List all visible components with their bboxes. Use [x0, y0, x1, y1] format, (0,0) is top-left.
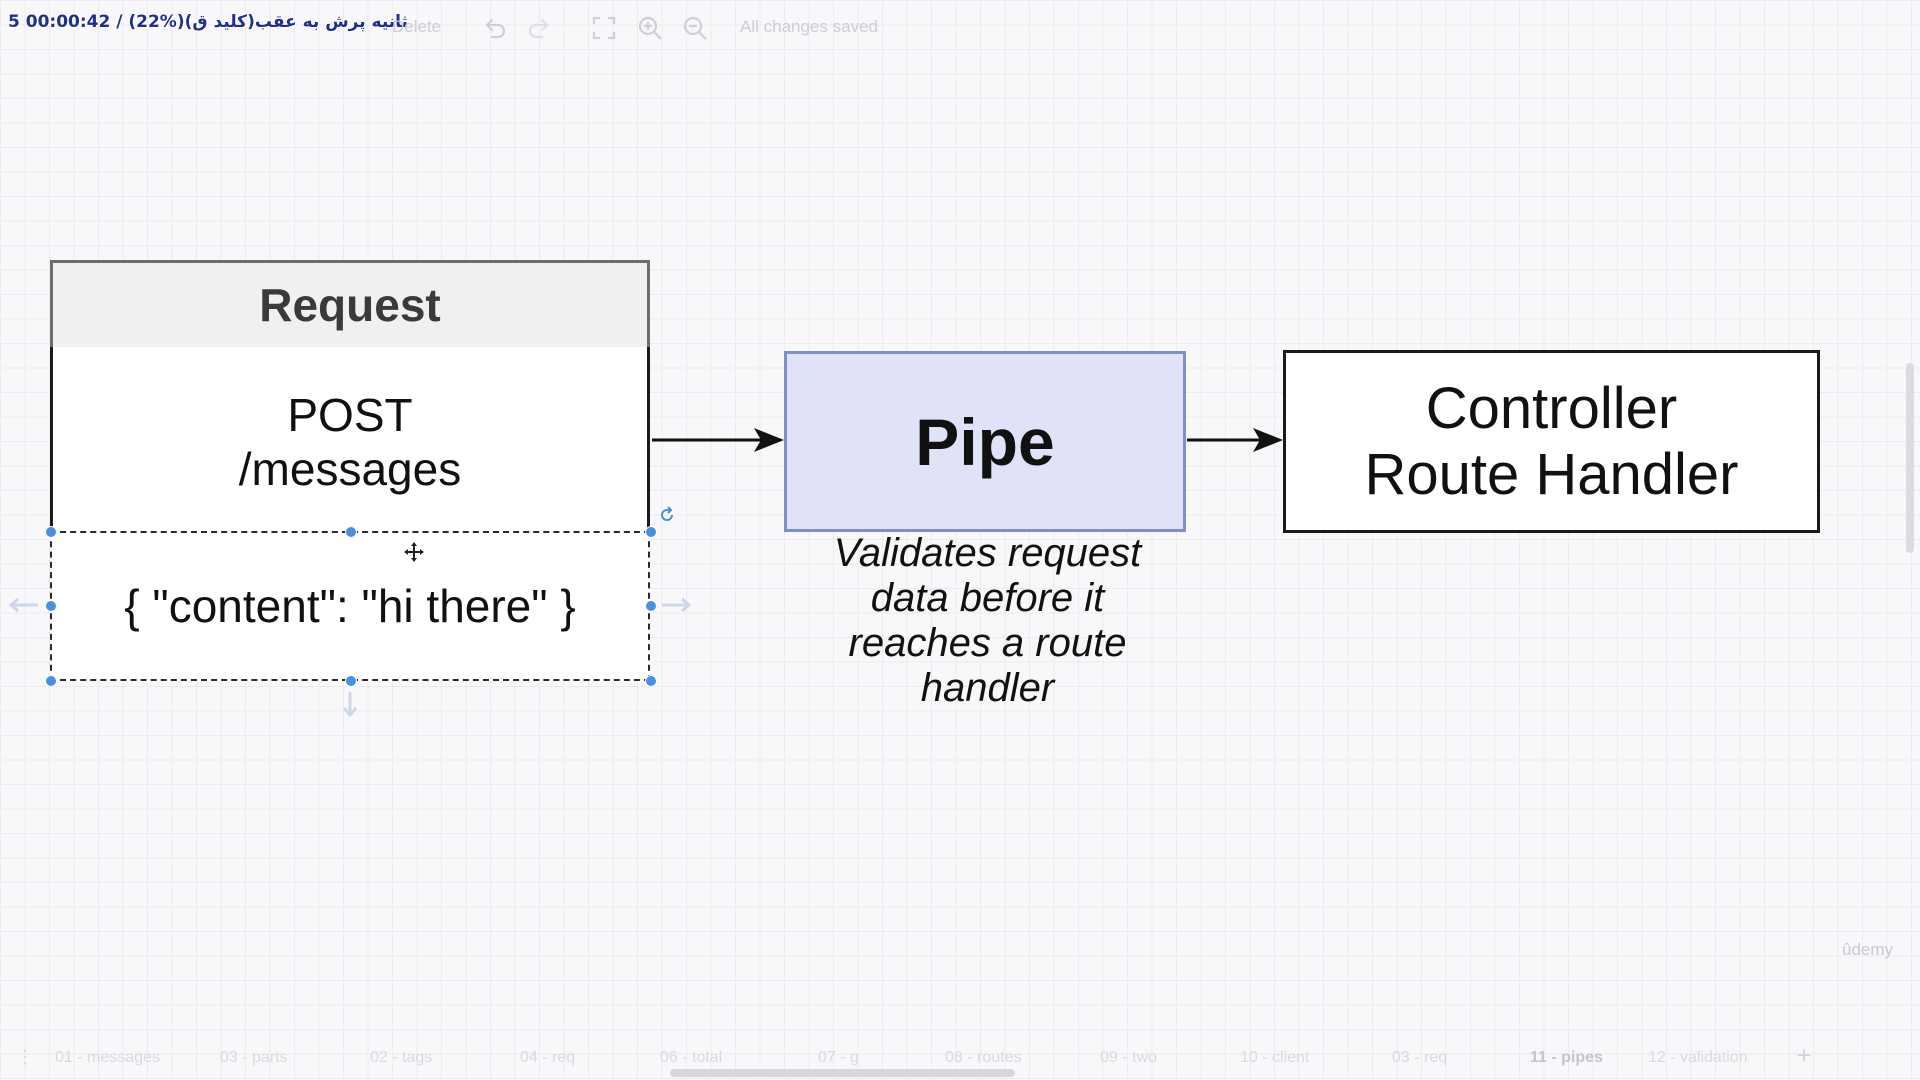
page-tab-active[interactable]: 11 - pipes	[1530, 1049, 1603, 1066]
arrow-request-to-pipe[interactable]	[652, 428, 784, 452]
resize-handle-se[interactable]	[645, 675, 657, 687]
request-method-block[interactable]: POST /messages	[50, 347, 650, 532]
page-tab[interactable]: 07 - g	[818, 1049, 859, 1066]
resize-handle-e[interactable]	[645, 600, 657, 612]
resize-handle-n[interactable]	[345, 526, 357, 538]
video-overlay-status: 5 00:00:42 / (22%)ثانیه پرش به عقب(کلید …	[8, 12, 408, 32]
controller-label: Controller	[1425, 375, 1678, 441]
resize-handle-w[interactable]	[45, 600, 57, 612]
vertical-scrollbar[interactable]	[1906, 363, 1914, 553]
toolbar: 5 00:00:42 / (22%)ثانیه پرش به عقب(کلید …	[0, 0, 1920, 56]
page-tab[interactable]: 04 - req	[520, 1049, 576, 1066]
pipe-caption[interactable]: Validates request data before it reaches…	[780, 531, 1195, 711]
fullscreen-icon[interactable]	[590, 14, 618, 42]
connect-arrow-left-icon[interactable]	[6, 596, 40, 614]
page-tab[interactable]: 02 - tags	[370, 1049, 433, 1066]
horizontal-scrollbar[interactable]	[670, 1069, 1015, 1077]
udemy-watermark: ûdemy	[1842, 940, 1894, 959]
zoom-in-icon[interactable]	[636, 14, 664, 42]
request-payload-selected[interactable]: { "content": "hi there" }	[50, 531, 650, 681]
route-handler-label: Route Handler	[1364, 441, 1739, 507]
page-tab[interactable]: 01 - messages	[55, 1049, 160, 1066]
page-tab[interactable]: 10 - client	[1240, 1049, 1310, 1066]
tab-menu-icon[interactable]: ⋮	[16, 1047, 34, 1067]
pipe-box[interactable]: Pipe	[784, 351, 1186, 532]
pipe-caption-line: reaches a route	[848, 621, 1127, 665]
resize-handle-s[interactable]	[345, 675, 357, 687]
page-tab[interactable]: 12 - validation	[1648, 1049, 1748, 1066]
undo-icon[interactable]	[480, 14, 508, 42]
pipe-caption-line: handler	[920, 666, 1055, 710]
add-page-icon[interactable]: +	[1797, 1042, 1812, 1069]
zoom-out-icon[interactable]	[681, 14, 709, 42]
connect-arrow-down-icon[interactable]	[341, 690, 359, 720]
move-cursor-icon	[404, 542, 424, 562]
pipe-caption-line: data before it	[870, 576, 1105, 620]
connect-arrow-right-icon[interactable]	[660, 596, 694, 614]
page-tab[interactable]: 06 - total	[660, 1049, 723, 1066]
resize-handle-nw[interactable]	[45, 526, 57, 538]
page-tab[interactable]: 03 - parts	[220, 1049, 288, 1066]
save-status-text: All changes saved	[740, 17, 878, 36]
controller-box[interactable]: Controller Route Handler	[1283, 350, 1820, 533]
resize-handle-sw[interactable]	[45, 675, 57, 687]
request-header[interactable]: Request	[50, 260, 650, 350]
request-path: /messages	[238, 443, 462, 495]
page-tab[interactable]: 09 - two	[1100, 1049, 1157, 1066]
rotate-icon[interactable]	[657, 505, 677, 525]
redo-icon[interactable]	[526, 14, 554, 42]
arrow-pipe-to-controller[interactable]	[1187, 428, 1283, 452]
pipe-caption-line: Validates request	[833, 531, 1142, 575]
page-tab[interactable]: 03 - req	[1392, 1049, 1448, 1066]
delete-button[interactable]: Delete	[392, 17, 442, 36]
request-method: POST	[287, 389, 413, 441]
resize-handle-ne[interactable]	[645, 526, 657, 538]
page-tab[interactable]: 08 - routes	[945, 1049, 1022, 1066]
